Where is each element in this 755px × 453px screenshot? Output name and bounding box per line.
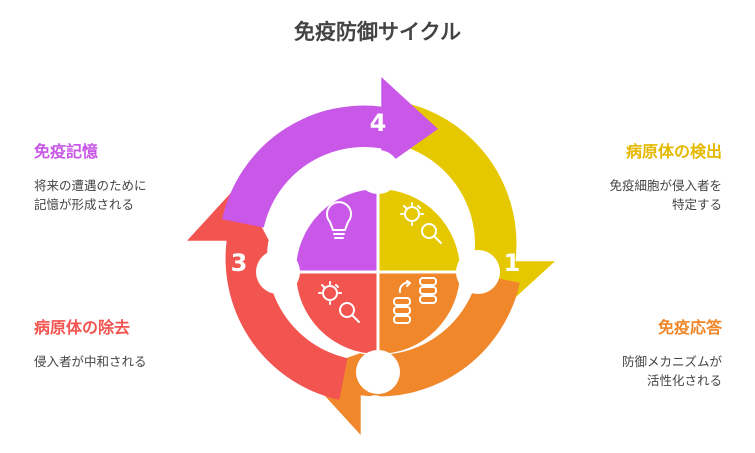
diagram-title: 免疫防御サイクル	[294, 20, 461, 44]
step-number-1: 1	[504, 249, 521, 277]
step-label-2: 免疫応答 防御メカニズムが 活性化される	[622, 314, 722, 390]
step-number-3: 3	[231, 249, 248, 277]
bacteria-search-icon	[318, 281, 360, 323]
arrow-segment-4	[222, 77, 438, 228]
quadrant-elimination	[296, 272, 378, 354]
step-label-4: 免疫記憶 将来の遭遇のために 記憶が形成される	[34, 138, 147, 214]
step-description-4: 将来の遭遇のために 記憶が形成される	[34, 176, 147, 214]
arrow-segment-1	[394, 102, 555, 318]
step-description-1-line-1: 免疫細胞が侵入者を	[609, 178, 722, 193]
step-description-1-line-2: 特定する	[671, 197, 722, 212]
quadrant-detection	[378, 189, 461, 272]
step-heading-1: 病原体の検出	[625, 142, 722, 161]
database-sync-icon	[393, 277, 437, 324]
step-number-2: 2	[368, 391, 385, 419]
lightbulb-icon	[326, 201, 352, 239]
step-description-3-line-1: 侵入者が中和される	[34, 354, 147, 369]
quadrant-response	[378, 272, 460, 354]
step-label-3: 病原体の除去 侵入者が中和される	[34, 314, 147, 371]
step-heading-4: 免疫記憶	[34, 142, 99, 161]
step-label-1: 病原体の検出 免疫細胞が侵入者を 特定する	[609, 138, 722, 214]
step-heading-2: 免疫応答	[657, 318, 722, 337]
arrow-segment-3	[187, 184, 348, 400]
step-description-2-line-2: 活性化される	[646, 373, 722, 388]
step-description-2: 防御メカニズムが 活性化される	[622, 352, 722, 390]
virus-magnifier-icon	[400, 202, 442, 244]
step-heading-3: 病原体の除去	[34, 318, 131, 337]
step-description-4-line-1: 将来の遭遇のために	[34, 178, 147, 193]
step-description-4-line-2: 記憶が形成される	[34, 197, 135, 212]
step-description-1: 免疫細胞が侵入者を 特定する	[609, 176, 722, 214]
arrow-segment-2	[304, 274, 520, 435]
step-number-4: 4	[370, 109, 387, 137]
step-description-2-line-1: 防御メカニズムが	[621, 354, 722, 369]
step-description-3: 侵入者が中和される	[34, 352, 147, 371]
